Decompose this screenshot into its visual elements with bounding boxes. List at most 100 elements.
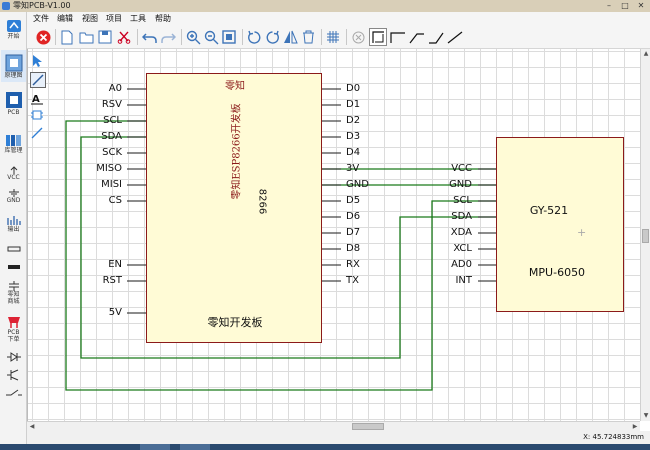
grid-toggle-button[interactable]: [324, 28, 342, 46]
library-button[interactable]: 库管理: [1, 128, 26, 158]
open-folder-icon: [79, 32, 93, 43]
zoom-out-button[interactable]: [202, 28, 220, 46]
menu-edit[interactable]: 编辑: [57, 14, 73, 23]
resistor-tool[interactable]: [1, 260, 26, 274]
scroll-up-arrow-icon[interactable]: ▲: [643, 50, 649, 57]
output-button[interactable]: 输出: [1, 210, 26, 236]
new-file-icon: [61, 30, 73, 44]
scroll-left-arrow-icon[interactable]: ◀: [29, 423, 35, 430]
horizontal-scrollbar[interactable]: ◀ ▶: [27, 421, 640, 431]
line-corner-tool[interactable]: [369, 28, 387, 46]
text-tool[interactable]: A: [30, 92, 46, 106]
line-bend-tool[interactable]: [408, 28, 426, 46]
delete-x-icon: [36, 30, 50, 44]
wire-line-icon: [32, 74, 44, 86]
module-pin-xda: XDA: [450, 227, 472, 238]
schematic-button[interactable]: 原理图: [1, 50, 26, 82]
rotate-right-button[interactable]: [263, 28, 281, 46]
redo-arrow-icon: [160, 32, 176, 43]
zoom-fit-button[interactable]: [220, 28, 238, 46]
vcc-button[interactable]: VCC: [1, 162, 26, 184]
save-button[interactable]: [96, 28, 114, 46]
library-icon: [5, 134, 21, 146]
close-window-button[interactable]: ✕: [637, 1, 645, 10]
board-right-pin-stubs: [322, 88, 341, 282]
delete-button[interactable]: [34, 28, 52, 46]
capacitor-icon: [8, 281, 19, 291]
open-button[interactable]: [77, 28, 95, 46]
pointer-arrow-icon: [33, 55, 42, 67]
board-title: 零知: [225, 81, 245, 92]
vertical-scroll-thumb[interactable]: [642, 229, 649, 243]
pin-cs: CS: [108, 195, 122, 206]
redo-button[interactable]: [159, 28, 177, 46]
wire-tool[interactable]: [30, 72, 46, 88]
gnd-label: GND: [6, 196, 21, 204]
resistor-icon: [7, 265, 20, 269]
module-pin-stubs: [478, 168, 496, 282]
undo-button[interactable]: [140, 28, 158, 46]
trash-button[interactable]: [299, 28, 317, 46]
line-icon: [31, 127, 43, 139]
menu-tools[interactable]: 工具: [130, 14, 146, 23]
taskbar-item[interactable]: [180, 444, 210, 450]
pcb-button[interactable]: PCB: [1, 88, 26, 118]
scissors-icon: [117, 31, 131, 44]
zoom-out-icon: [204, 30, 218, 44]
line-bend2-tool[interactable]: [427, 28, 445, 46]
pcb-order-button[interactable]: PCB 下单: [1, 312, 26, 346]
cancel-button[interactable]: [349, 28, 367, 46]
minimize-button[interactable]: –: [607, 1, 611, 10]
cut-button[interactable]: [115, 28, 133, 46]
svg-text:A: A: [32, 94, 40, 105]
transistor-tool[interactable]: [1, 368, 26, 382]
zoom-in-button[interactable]: [184, 28, 202, 46]
rotate-left-button[interactable]: [245, 28, 263, 46]
wire-scl[interactable]: [65, 120, 496, 391]
wire-sda[interactable]: [80, 136, 496, 359]
pin-5v: 5V: [108, 307, 122, 318]
new-button[interactable]: [58, 28, 76, 46]
line-tool[interactable]: [30, 126, 46, 140]
start-button[interactable]: 开始: [1, 14, 26, 44]
cursor-coordinate: X: 45.724833mm: [583, 433, 644, 441]
diode-tool[interactable]: [1, 350, 26, 364]
scroll-down-arrow-icon[interactable]: ▼: [643, 412, 649, 419]
menu-project[interactable]: 项目: [106, 14, 122, 23]
pin-d1: D1: [346, 99, 361, 110]
pointer-tool[interactable]: [30, 54, 46, 70]
pin-d4: D4: [346, 147, 361, 158]
menu-file[interactable]: 文件: [33, 14, 49, 23]
menu-help[interactable]: 帮助: [155, 14, 171, 23]
gy521-module[interactable]: GY-521 + MPU-6050: [496, 137, 624, 312]
esp8266-board[interactable]: 零知 零知ESP8266开发板 8266 零知开发板: [146, 73, 322, 343]
vcc-label: VCC: [7, 173, 20, 181]
text-a-icon: A: [31, 94, 43, 105]
taskbar-item[interactable]: [140, 444, 170, 450]
diagonal-line-icon: [447, 31, 463, 44]
pin-rst: RST: [102, 275, 122, 286]
scroll-right-arrow-icon[interactable]: ▶: [632, 423, 638, 430]
chip-tool[interactable]: [30, 108, 46, 122]
schematic-canvas[interactable]: 零知 零知ESP8266开发板 8266 零知开发板 A0 RSV SCL SD…: [27, 49, 640, 421]
vertical-scrollbar[interactable]: ▲ ▼: [640, 49, 650, 421]
connector-tool[interactable]: [1, 242, 26, 256]
flip-button[interactable]: [281, 28, 299, 46]
menu-view[interactable]: 视图: [82, 14, 98, 23]
grid-icon: [327, 31, 339, 43]
maximize-button[interactable]: □: [621, 1, 629, 10]
module-pin-sda: SDA: [451, 211, 472, 222]
gnd-icon: [8, 188, 19, 196]
line-diagonal-tool[interactable]: [446, 28, 464, 46]
gnd-button[interactable]: GND: [1, 186, 26, 206]
angle-line-icon: [390, 32, 405, 43]
line-angle-tool[interactable]: [389, 28, 407, 46]
menu-bar: 文件 编辑 视图 项目 工具 帮助: [27, 12, 650, 25]
zoom-fit-icon: [222, 30, 236, 44]
switch-tool[interactable]: [1, 386, 26, 400]
window-title: 零知PCB-V1.00: [13, 1, 71, 10]
horizontal-scroll-thumb[interactable]: [352, 423, 384, 430]
module-pin-vcc: VCC: [451, 163, 472, 174]
pcb-label: PCB: [7, 108, 20, 116]
zeroknow-library-button[interactable]: 零知 商城: [1, 278, 26, 308]
